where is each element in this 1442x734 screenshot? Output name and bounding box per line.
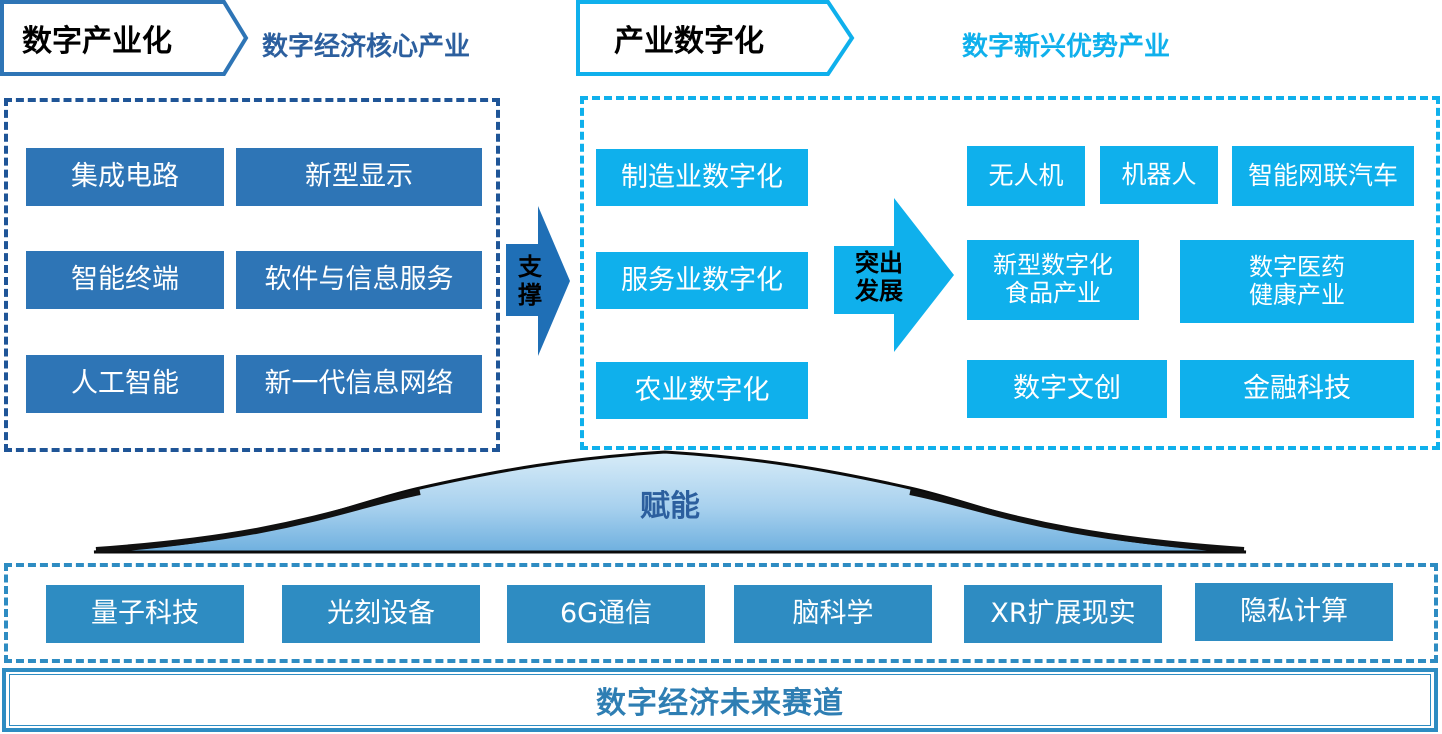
empower-shape: [93, 450, 1247, 554]
tile-digital-medicine-health: 数字医药 健康产业: [1180, 240, 1414, 323]
tile-digital-food-line-1: 新型数字化: [993, 251, 1113, 280]
left-header-title: 数字产业化: [22, 24, 172, 59]
tile-digital-food-industry: 新型数字化 食品产业: [967, 240, 1139, 320]
empower-label: 赋能: [640, 489, 700, 524]
tile-integrated-circuit: 集成电路: [26, 148, 224, 206]
tile-digital-culture: 数字文创: [967, 360, 1167, 418]
tile-quantum-tech: 量子科技: [46, 585, 244, 643]
tile-agriculture-digitization: 农业数字化: [596, 362, 808, 419]
tile-digital-medicine-line-2: 健康产业: [1249, 280, 1345, 309]
future-tracks-dashed-panel: [4, 563, 1438, 663]
tile-brain-science: 脑科学: [734, 585, 932, 643]
develop-arrow: [834, 198, 954, 352]
support-label-char-1: 支: [518, 253, 542, 282]
tile-drone: 无人机: [967, 146, 1085, 206]
tile-connected-vehicle: 智能网联汽车: [1232, 146, 1414, 206]
tile-new-display: 新型显示: [236, 148, 482, 206]
tile-digital-food-line-2: 食品产业: [1005, 279, 1101, 307]
support-arrow: [506, 206, 570, 356]
right-header-title: 产业数字化: [614, 24, 764, 59]
right-dashed-panel: [580, 96, 1440, 450]
tile-artificial-intelligence: 人工智能: [26, 355, 224, 413]
tile-6g-communication: 6G通信: [507, 585, 705, 643]
future-tracks-title-bar: [2, 668, 1438, 732]
tile-digital-medicine-line-1: 数字医药: [1249, 252, 1345, 281]
left-dashed-panel: [4, 98, 500, 452]
tile-manufacturing-digitization: 制造业数字化: [596, 149, 808, 206]
tile-smart-terminal: 智能终端: [26, 251, 224, 309]
tile-lithography-equipment: 光刻设备: [282, 585, 480, 643]
left-header-subtitle: 数字经济核心产业: [262, 31, 471, 62]
future-tracks-title-bar-inner: [9, 674, 1431, 726]
develop-arrow-label: 突出 发展: [836, 242, 922, 314]
right-header-chevron: [576, 0, 855, 76]
left-header-chevron: [0, 0, 249, 76]
tile-fintech: 金融科技: [1180, 360, 1414, 418]
develop-label-line-2: 发展: [855, 277, 903, 305]
right-header-subtitle: 数字新兴优势产业: [962, 31, 1171, 62]
support-arrow-label: 支 撑: [506, 244, 554, 320]
tile-software-info-service: 软件与信息服务: [236, 251, 482, 309]
tile-service-digitization: 服务业数字化: [596, 252, 808, 309]
develop-label-line-1: 突出: [855, 249, 903, 278]
future-tracks-title: 数字经济未来赛道: [596, 686, 844, 721]
tile-privacy-computing: 隐私计算: [1195, 583, 1393, 641]
support-label-char-2: 撑: [518, 281, 542, 309]
tile-robot: 机器人: [1100, 146, 1218, 204]
tile-next-gen-network: 新一代信息网络: [236, 355, 482, 413]
tile-xr-extended-reality: XR扩展现实: [964, 585, 1162, 643]
